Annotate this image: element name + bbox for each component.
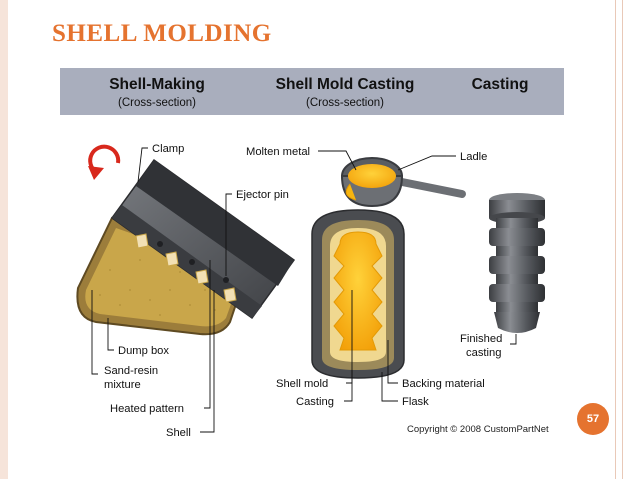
page-number-badge: 57 [577, 403, 609, 435]
label-clamp: Clamp [152, 143, 184, 155]
column-heading: Shell-Making [109, 76, 205, 93]
column-heading: Shell Mold Casting [275, 76, 415, 93]
dump-box [76, 216, 252, 336]
slide-title: SHELL MOLDING [52, 20, 272, 47]
label-finished: Finished [460, 333, 502, 345]
label-ejector-pin: Ejector pin [236, 189, 289, 201]
label-sand-resin: Sand-resin [104, 365, 158, 377]
column-header-band: Shell-Making (Cross-section) Shell Mold … [60, 68, 564, 115]
ladle [340, 157, 466, 208]
label-shell-mold: Shell mold [276, 378, 328, 390]
column-shell-mold-casting: Shell Mold Casting (Cross-section) [260, 76, 430, 109]
column-casting: Casting [450, 76, 550, 94]
column-subheading: (Cross-section) [118, 97, 196, 109]
shell-mold [311, 209, 405, 379]
rotate-arrow-icon [88, 144, 121, 180]
column-shell-making: Shell-Making (Cross-section) [82, 76, 232, 109]
label-heated-pattern: Heated pattern [110, 403, 184, 415]
slide-right-border [615, 0, 638, 479]
heated-pattern [110, 158, 296, 320]
label-ladle: Ladle [460, 151, 487, 163]
column-heading: Casting [471, 76, 529, 93]
label-backing-material: Backing material [402, 378, 485, 390]
label-casting-finished: casting [466, 347, 501, 359]
label-molten-metal: Molten metal [246, 146, 310, 158]
label-mixture: mixture [104, 379, 141, 391]
copyright-text: Copyright © 2008 CustomPartNet [407, 424, 549, 435]
label-casting: Casting [296, 396, 334, 408]
column-subheading: (Cross-section) [306, 97, 384, 109]
leader-lines [91, 147, 517, 433]
label-dump-box: Dump box [118, 345, 169, 357]
slide-left-border [0, 0, 8, 479]
label-flask: Flask [402, 396, 429, 408]
label-shell: Shell [166, 427, 191, 439]
finished-casting [489, 193, 545, 333]
